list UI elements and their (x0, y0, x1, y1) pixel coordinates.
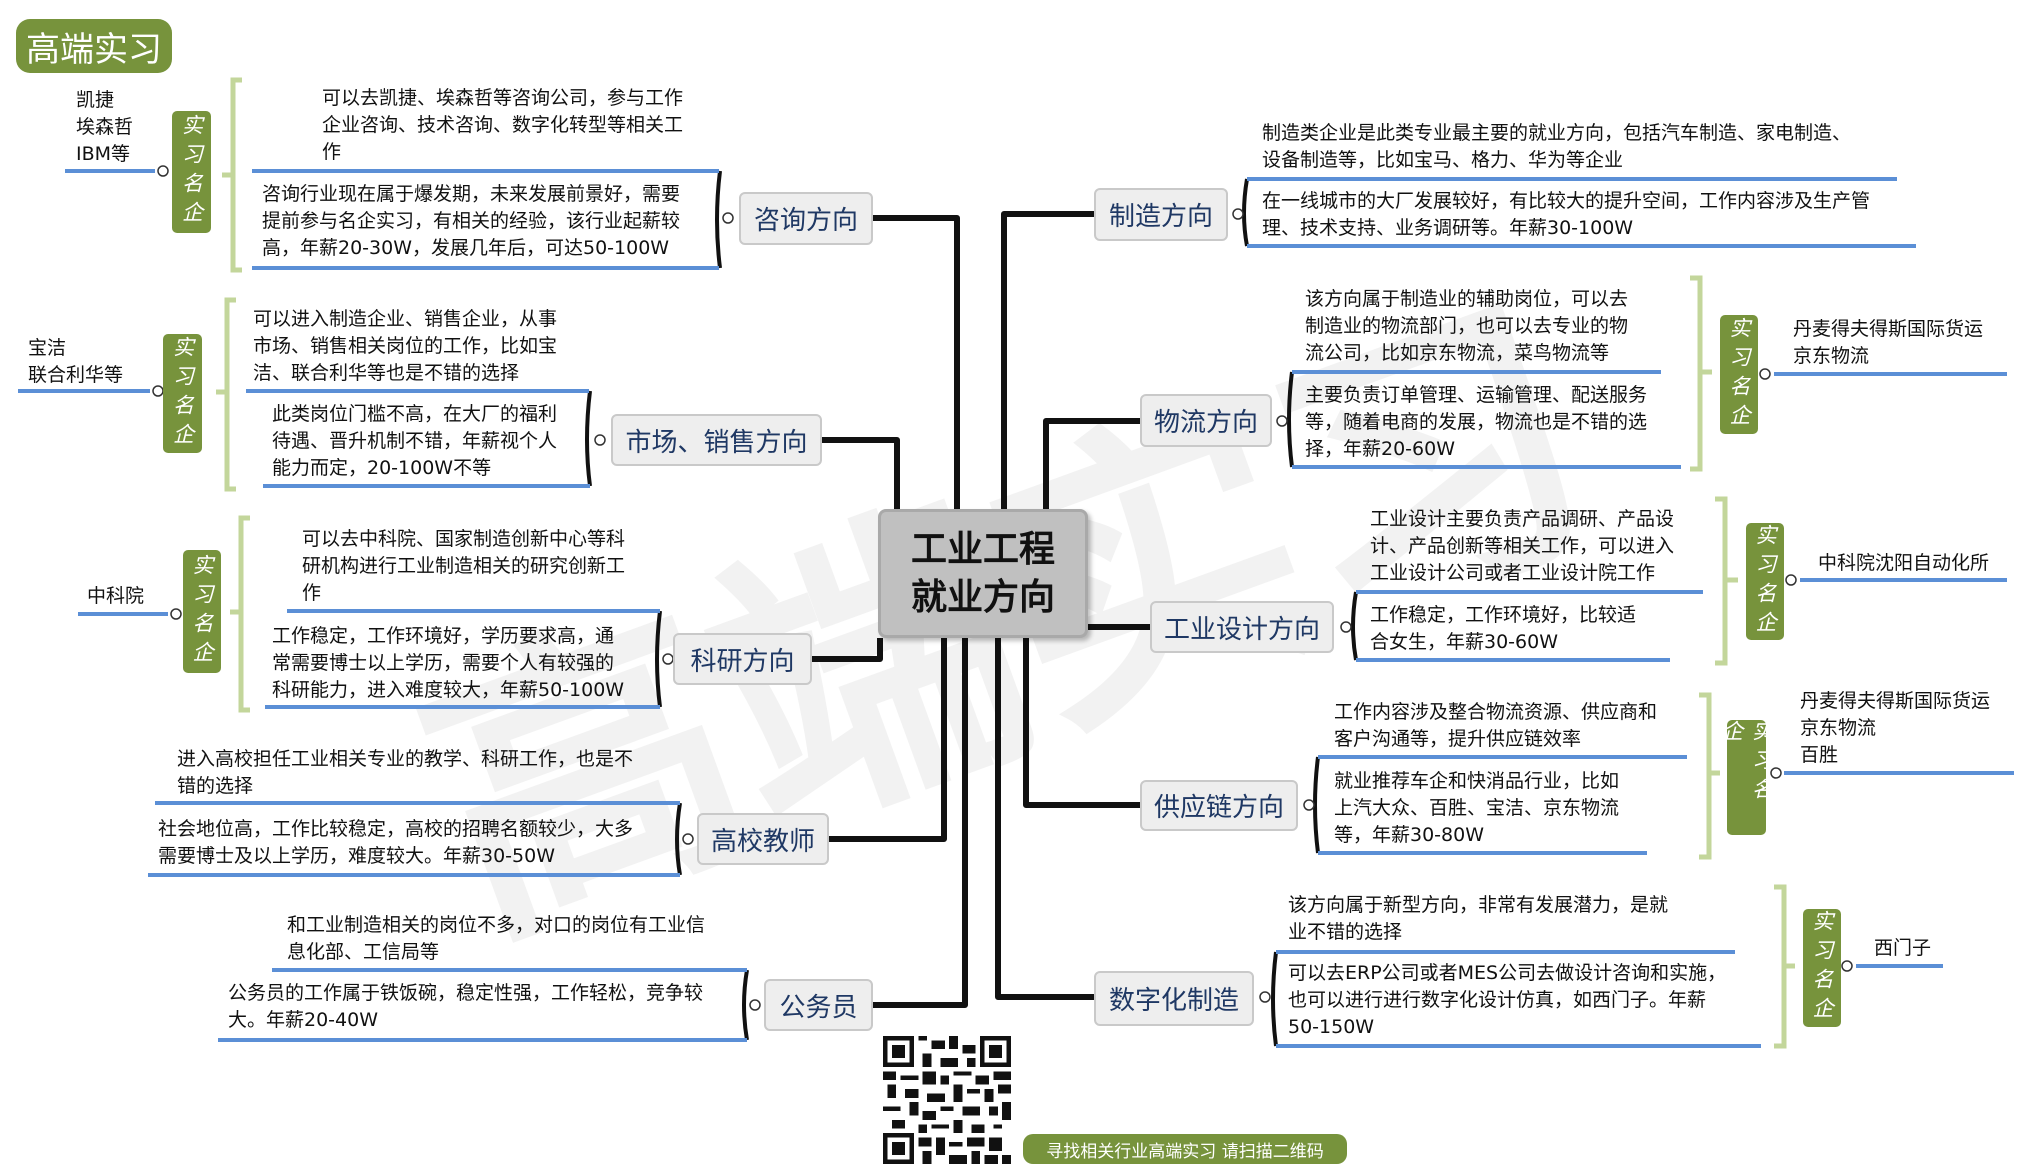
internship-tag: 实习名企 (1720, 720, 1774, 835)
central-topic-line2: 就业方向 (910, 576, 1055, 618)
topic-logistics[interactable]: 物流方向 (1140, 394, 1272, 447)
teacher-desc-bottom: 社会地位高，工作比较稳定，高校的招聘名额较少，大多 需要博士及以上学历，难度较大… (158, 818, 634, 867)
supply-companies: 丹麦得夫得斯国际货运 京东物流 百胜 (1800, 690, 1991, 766)
topic-civil-servant[interactable]: 公务员 (764, 979, 873, 1031)
consulting-desc-bottom: 咨询行业现在属于爆发期，未来发展前景好，需要 提前参与名企实习，有相关的经验，该… (262, 183, 681, 259)
manufacturing-desc-top: 制造类企业是此类专业最主要的就业方向，包括汽车制造、家电制造、 设备制造等，比如… (1262, 122, 1852, 171)
internship-tag: 实习名企 (172, 111, 211, 233)
logistics-desc-bottom: 主要负责订单管理、运输管理、配送服务 等，随着电商的发展，物流也是不错的选 择，… (1305, 384, 1648, 460)
logo-badge: 高端实习 (16, 19, 172, 73)
manufacturing-desc-bottom: 在一线城市的大厂发展较好，有比较大的提升空间，工作内容涉及生产管 理、技术支持、… (1262, 190, 1871, 239)
internship-tag: 实习名企 (1803, 909, 1841, 1027)
topic-digital-manufacturing[interactable]: 数字化制造 (1094, 971, 1254, 1026)
research-companies: 中科院 (87, 585, 145, 607)
consulting-companies: 凯捷 埃森哲 IBM等 (76, 89, 134, 165)
topic-industrial-design[interactable]: 工业设计方向 (1150, 601, 1334, 653)
connector-supply (1023, 638, 1140, 808)
connector-consulting (873, 215, 960, 509)
civil-desc-bottom: 公务员的工作属于铁饭碗，稳定性强，工作轻松，竞争较 大。年薪20-40W (228, 982, 704, 1031)
supply-desc-top: 工作内容涉及整合物流资源、供应商和 客户沟通等，提升供应链效率 (1334, 701, 1658, 750)
supply-desc-bottom: 就业推荐车企和快消品行业，比如 上汽大众、百胜、宝洁、京东物流 等，年薪30-8… (1334, 770, 1620, 846)
connector-sales (822, 437, 900, 509)
central-topic[interactable]: 工业工程 就业方向 (878, 509, 1088, 638)
connector-manufacturing (1001, 211, 1094, 509)
design-companies: 中科院沈阳自动化所 (1818, 552, 1990, 574)
internship-tag: 实习名企 (163, 334, 202, 453)
topic-manufacturing[interactable]: 制造方向 (1094, 188, 1228, 241)
topic-consulting[interactable]: 咨询方向 (739, 192, 873, 245)
connector-civil (873, 638, 968, 1008)
sales-desc-top: 可以进入制造企业、销售企业，从事 市场、销售相关岗位的工作，比如宝 洁、联合利华… (253, 308, 558, 384)
research-desc-bottom: 工作稳定，工作环境好，学历要求高，通 常需要博士以上学历，需要个人有较强的 科研… (272, 625, 625, 701)
internship-tag: 实习名企 (183, 550, 221, 673)
digital-companies: 西门子 (1874, 937, 1932, 959)
logistics-desc-top: 该方向属于制造业的辅助岗位，可以去 制造业的物流部门，也可以去专业的物 流公司，… (1305, 288, 1629, 364)
central-topic-line1: 工业工程 (910, 528, 1055, 570)
internship-tag: 实习名企 (1720, 315, 1758, 434)
topic-supply-chain[interactable]: 供应链方向 (1140, 780, 1298, 831)
sales-desc-bottom: 此类岗位门槛不高，在大厂的福利 待遇、晋升机制不错，年薪视个人 能力而定，20-… (272, 403, 558, 479)
teacher-desc-top: 进入高校担任工业相关专业的教学、科研工作，也是不 错的选择 (177, 748, 634, 797)
qr-code[interactable] (883, 1036, 1011, 1164)
sales-companies: 宝洁 联合利华等 (28, 337, 124, 386)
internship-tag: 实习名企 (1746, 523, 1784, 640)
research-desc-top: 可以去中科院、国家制造创新中心等科 研机构进行工业制造相关的研究创新工 作 (302, 528, 626, 604)
logistics-companies: 丹麦得夫得斯国际货运 京东物流 (1793, 318, 1984, 367)
topic-sales[interactable]: 市场、销售方向 (611, 414, 822, 466)
connector-teacher (829, 638, 947, 842)
qr-caption: 寻找相关行业高端实习 请扫描二维码 (1023, 1134, 1347, 1164)
topic-research[interactable]: 科研方向 (673, 633, 812, 685)
topic-teacher[interactable]: 高校教师 (697, 813, 829, 865)
design-desc-top: 工业设计主要负责产品调研、产品设 计、产品创新等相关工作，可以进入 工业设计公司… (1370, 508, 1675, 584)
design-desc-bottom: 工作稳定，工作环境好，比较适 合女生，年薪30-60W (1370, 604, 1637, 653)
civil-desc-top: 和工业制造相关的岗位不多，对口的岗位有工业信 息化部、工信局等 (287, 914, 706, 963)
digital-desc-top: 该方向属于新型方向，非常有发展潜力，是就 业不错的选择 (1288, 894, 1669, 943)
connector-research (812, 638, 883, 662)
consulting-desc-top: 可以去凯捷、埃森哲等咨询公司，参与工作 企业咨询、技术咨询、数字化转型等相关工 … (322, 87, 684, 163)
digital-desc-bottom: 可以去ERP公司或者MES公司去做设计咨询和实施， 也可以进行进行数字化设计仿真… (1288, 962, 1727, 1038)
connector-logistics (1043, 418, 1140, 509)
connector-digital (995, 638, 1094, 1000)
